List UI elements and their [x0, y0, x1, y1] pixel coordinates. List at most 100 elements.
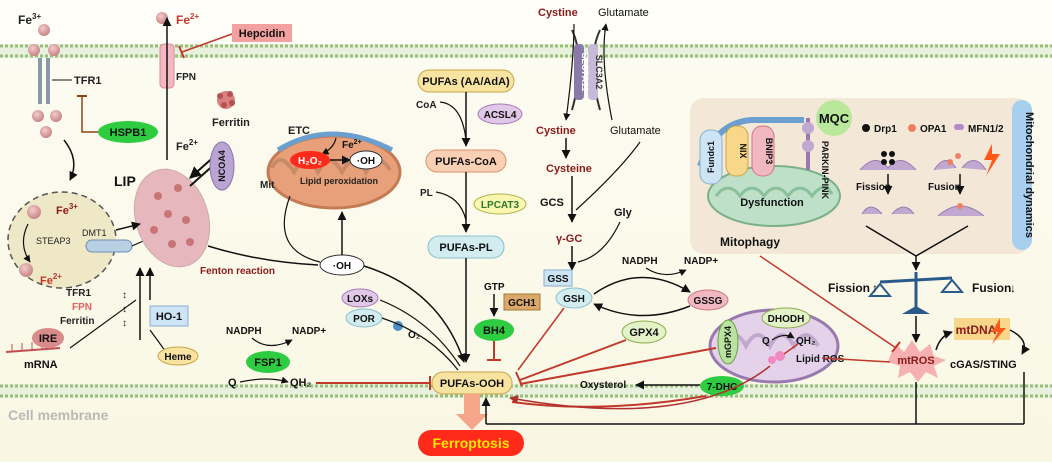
- dmt1-label: DMT1: [82, 228, 107, 238]
- endosome-fe2-ball: [19, 263, 33, 277]
- glutamate-export-arrow: [601, 23, 613, 121]
- mtdna-lightning: [992, 318, 1006, 344]
- fe3-ball: [28, 44, 40, 56]
- reg-fpn-label: FPN: [72, 302, 92, 313]
- pl-to-pufapl: [435, 191, 467, 221]
- cgas-label: cGAS/STING: [950, 359, 1017, 371]
- nadph-left-label: NADPH: [226, 326, 262, 337]
- fe3-label: Fe3+: [18, 12, 41, 27]
- fe3-ball: [40, 126, 52, 138]
- lip-iron: [174, 184, 182, 192]
- ooh-to-ferroptosis-arrow: [456, 394, 488, 430]
- mgpx4-inhibit-line: [519, 347, 717, 385]
- mit-label: Mit: [260, 180, 275, 191]
- q-left-label: Q: [228, 377, 237, 389]
- lipid-ros-dot: [775, 351, 785, 361]
- heme-node: [157, 346, 199, 366]
- fe3-ball: [50, 110, 62, 122]
- fe2-export-label: Fe2+: [176, 12, 199, 27]
- gsh-node: [555, 287, 593, 309]
- ggc-label: γ-GC: [556, 233, 582, 245]
- lip-iron: [164, 210, 172, 218]
- glutamate-to-ggc: [575, 141, 641, 211]
- acsl4-label: ACSL4: [484, 110, 517, 121]
- mfn-legend-mark: [954, 124, 964, 130]
- cysteine-label: Cysteine: [546, 163, 592, 175]
- nadp-left-label: NADP+: [292, 326, 326, 337]
- q-right-arc: [771, 331, 795, 341]
- top-membrane: [0, 44, 1052, 58]
- reg-tfr1-label: TFR1: [66, 288, 91, 299]
- heme-to-ho1: [149, 329, 167, 353]
- endosome-fe3-label: Fe3+: [56, 202, 78, 217]
- gpx4-node: [621, 320, 667, 344]
- qh2-left-label: QH₂: [290, 377, 312, 389]
- ferroptosis-node: [418, 430, 524, 456]
- gch1-label: GCH1: [508, 298, 536, 309]
- slc-transporter: [571, 29, 601, 111]
- fe3-ball: [32, 110, 44, 122]
- mitophagy-inhibit-line: [759, 255, 897, 349]
- gch1-node: [503, 293, 541, 311]
- lpcat3-node: [473, 193, 527, 215]
- fenton-label: Fenton reaction: [200, 266, 275, 277]
- mtdna-to-cgas-arrow: [1009, 329, 1030, 355]
- mtros-burst: [888, 340, 946, 382]
- extracellular-strip: [0, 0, 1052, 44]
- etc-label: ETC: [288, 125, 310, 137]
- qh2-right-label: QH₂: [796, 336, 815, 347]
- glutamate-top-label: Glutamate: [598, 7, 649, 19]
- hspb1-node: [98, 121, 158, 143]
- bnip3-label: BNIP3: [764, 138, 774, 165]
- mgpx4-label: mGPX4: [723, 326, 733, 358]
- fsp1-node: [246, 351, 290, 373]
- lip-iron: [182, 216, 190, 224]
- uptake-to-lip-arrow: [115, 221, 141, 231]
- o2-label: O₂: [408, 330, 420, 341]
- lipidros-to-ooh-curve: [509, 365, 771, 410]
- gcs-label: GCS: [540, 197, 564, 209]
- dhodh-label: DHODH: [768, 314, 805, 325]
- q-arc-left: [239, 376, 289, 384]
- hspb1-label: HSPB1: [110, 127, 147, 139]
- parkin-label: PARKIN-PINK: [820, 141, 830, 200]
- fission-result-icon: [861, 206, 915, 215]
- gsh-to-gssg-arc: [593, 276, 691, 295]
- mtros-to-mtdna-arrow: [935, 330, 953, 351]
- pufas-ooh-label: PUFAs-OOH: [440, 378, 504, 390]
- mitophagy-label: Mitophagy: [720, 235, 780, 249]
- gss-label: GSS: [547, 274, 568, 285]
- dysfunction-label: Dysfunction: [740, 197, 804, 209]
- fsp1-label: FSP1: [254, 357, 282, 369]
- hepcidin-inhibit-bar: [178, 45, 185, 59]
- cystine-top-label: Cystine: [538, 7, 578, 19]
- reg-arrows-mid: ↕: [122, 304, 127, 315]
- pufas-aa-label: PUFAs (AA/AdA): [422, 76, 510, 88]
- lightning-icon: [984, 144, 1000, 176]
- balance-fission-up: ↑: [872, 281, 878, 295]
- gpx4-inhibit-line: [519, 339, 627, 381]
- mito-dynamics-bar: [1012, 100, 1032, 250]
- fission-label: Fission: [856, 182, 891, 193]
- fission-mito-icon: [859, 151, 917, 171]
- oh-to-pufaooh-arrow: [363, 265, 466, 363]
- gssg-label: GSSG: [694, 296, 723, 307]
- dhc7-label: 7-DHC: [707, 382, 738, 393]
- lip-label: LIP: [114, 173, 136, 189]
- mtros-inhibit-line: [821, 357, 891, 363]
- inner-mitochondrion: [708, 308, 840, 384]
- dhc7-inhibit-curve: [511, 395, 707, 408]
- endosome-fe3-ball: [27, 205, 41, 219]
- reg-arrows-down: ↕: [122, 318, 127, 329]
- lipid-ros-label: Lipid ROS: [796, 354, 845, 365]
- tfr1-label: TFR1: [74, 75, 102, 87]
- dhodh-node: [761, 307, 811, 329]
- mqc-label: MQC: [819, 111, 850, 126]
- steap3-label: STEAP3: [36, 236, 71, 246]
- fundc1-node: [699, 129, 723, 185]
- mrna-to-lip: [69, 299, 137, 349]
- ncoa4-label: NCOA4: [217, 150, 227, 182]
- mit-oh-label: ·OH: [357, 156, 375, 167]
- drp1-legend-dot: [862, 124, 870, 132]
- tfr1-receptor: [38, 58, 50, 104]
